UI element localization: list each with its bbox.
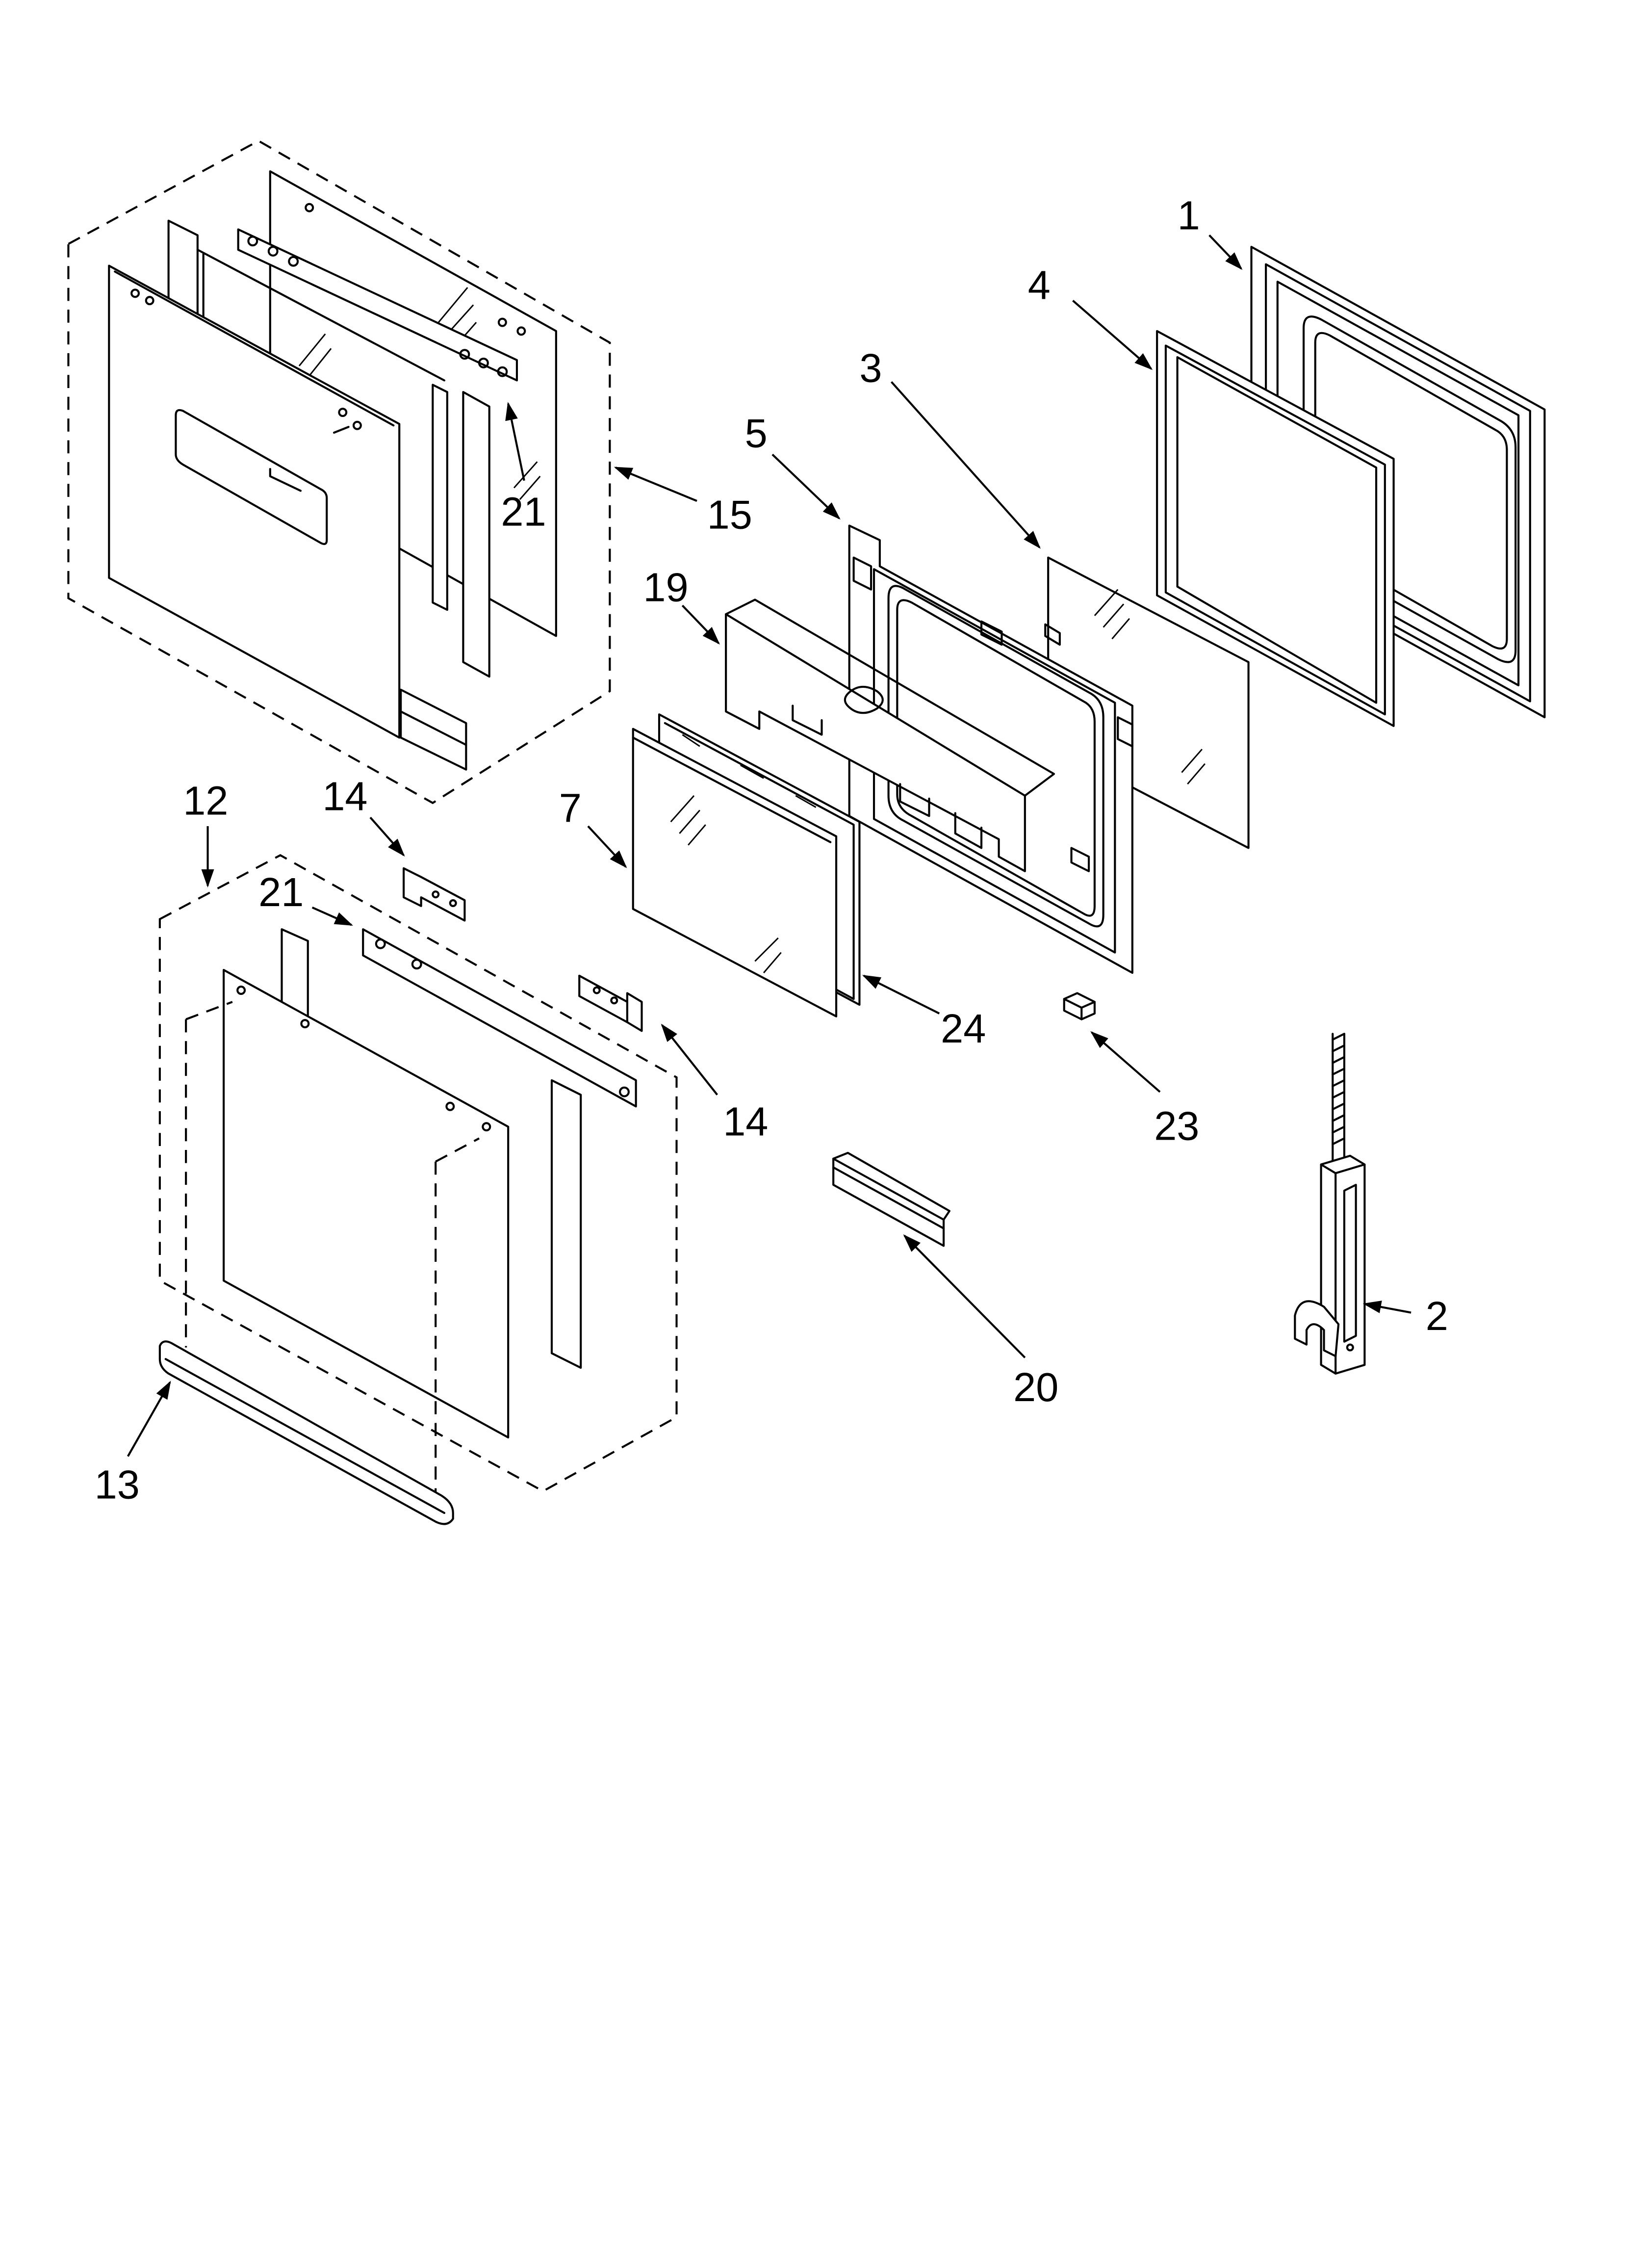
hinge-bracket-14-right (578, 974, 643, 1032)
glass-panel-7 (632, 728, 838, 1017)
hinge-2 (1294, 1033, 1366, 1375)
callout-2: 2 (1426, 1293, 1448, 1339)
leader-arrows (127, 235, 1411, 1457)
upper-bottom-channel (400, 688, 467, 771)
lower-assembly-outline-12 (158, 854, 678, 1492)
lower-hole-strip-21 (362, 928, 637, 1108)
lower-right-strip (550, 1079, 582, 1369)
seal-strip-20 (832, 1151, 951, 1247)
callout-1: 1 (1178, 193, 1200, 238)
bottom-trim-13 (158, 1340, 454, 1525)
callout-14-left: 14 (322, 773, 367, 819)
clip-23 (1063, 992, 1096, 1020)
alignment-line-left (185, 1001, 233, 1348)
upper-hole-strip-21 (237, 228, 518, 382)
callout-15: 15 (707, 492, 752, 537)
callout-21-upper: 21 (501, 489, 546, 534)
callout-24: 24 (941, 1006, 986, 1051)
upper-side-strip-center (432, 384, 448, 611)
callout-13: 13 (95, 1461, 140, 1507)
upper-side-strip-right (462, 391, 490, 678)
callout-3: 3 (859, 345, 882, 391)
trim-ring-4 (1156, 330, 1395, 727)
upper-front-door-panel (108, 264, 401, 739)
shield-plate-19 (725, 599, 1055, 872)
callout-7: 7 (559, 785, 582, 831)
upper-door-window (175, 409, 328, 545)
callout-14-right: 14 (723, 1098, 768, 1144)
callout-20: 20 (1013, 1364, 1058, 1410)
lower-door-panel (223, 968, 510, 1439)
callout-4: 4 (1028, 262, 1051, 308)
callout-12: 12 (183, 778, 228, 823)
callout-21-lower: 21 (258, 869, 304, 915)
door-assembly-outline-15 (67, 139, 611, 805)
callout-19: 19 (643, 564, 688, 610)
callout-23: 23 (1154, 1103, 1199, 1148)
callout-5: 5 (745, 411, 768, 456)
hinge-bracket-14-left (403, 867, 466, 922)
